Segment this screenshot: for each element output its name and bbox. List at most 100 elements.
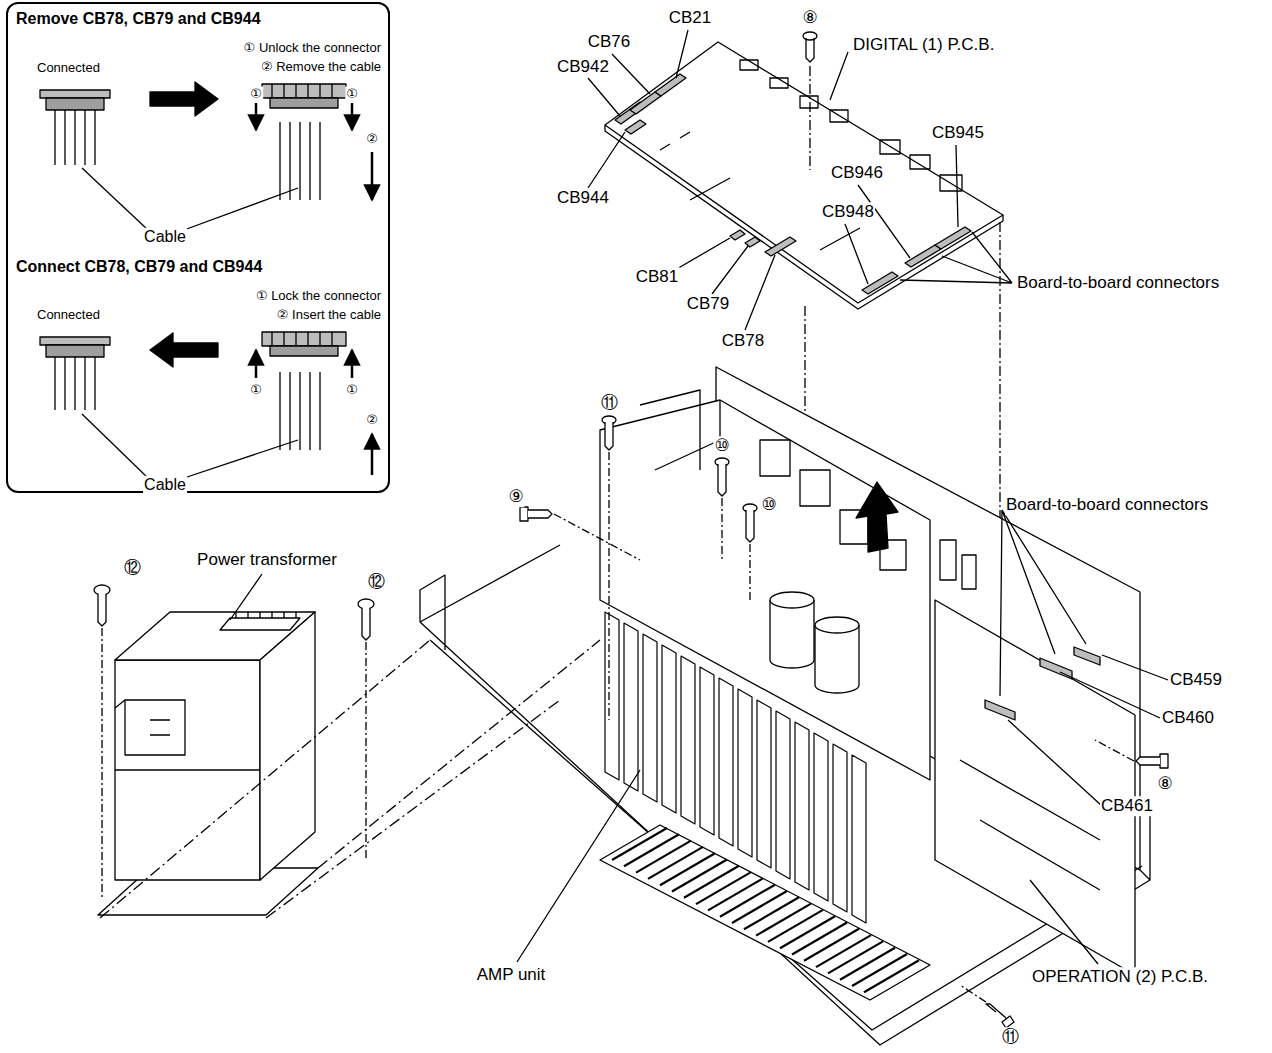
digital-pcb: [605, 42, 1003, 309]
callout-number: ⑩: [713, 436, 730, 456]
vent-slot: [624, 834, 679, 866]
callout-number: ⑪: [600, 393, 619, 413]
inset-panel: Remove CB78, CB79 and CB944Connect CB78,…: [6, 2, 390, 493]
part-name: Cable: [143, 228, 187, 246]
step-number: ①: [345, 383, 359, 398]
callout-number: ⑩: [760, 495, 777, 515]
leader-line: [588, 30, 1012, 330]
heat-sink-fin: [852, 755, 866, 923]
callout-number: ⑫: [123, 558, 142, 578]
step-note: ② Remove the cable: [260, 60, 382, 75]
heat-sink-fin: [624, 623, 638, 791]
part-name: DIGITAL (1) P.C.B.: [852, 35, 995, 55]
heat-sink: [605, 612, 866, 923]
step-number: ①: [249, 87, 263, 102]
step-note: ① Unlock the connector: [243, 41, 382, 56]
callout-number: ⑫: [367, 572, 386, 592]
part-name: Power transformer: [196, 550, 338, 570]
heat-sink-fin: [776, 711, 790, 879]
step-number: ②: [365, 413, 379, 428]
callout-number: ⑪: [1001, 1027, 1020, 1047]
vent-slot: [864, 960, 919, 992]
connector-name: CB942: [556, 57, 610, 77]
callout-number: ⑧: [1156, 774, 1173, 794]
vent-slot: [696, 872, 751, 904]
step-note: ② Insert the cable: [276, 308, 382, 323]
heat-sink-fin: [605, 612, 619, 780]
unlocked-connector: [256, 332, 372, 475]
connector-name: CB21: [668, 8, 713, 28]
heat-sink-fin: [757, 700, 771, 868]
direction-arrow: [150, 333, 218, 367]
part-name: Board-to-board connectors: [1016, 273, 1220, 293]
leader-line: [82, 168, 298, 230]
connector-name: CB76: [587, 32, 632, 52]
step-number: ①: [345, 87, 359, 102]
connector-name: CB459: [1169, 670, 1223, 690]
vent-slot: [708, 878, 763, 910]
heat-sink-fin: [795, 722, 809, 890]
connected-connector: [40, 337, 110, 410]
heat-sink-fin: [814, 733, 828, 901]
vent-slot: [828, 941, 883, 973]
vent-slot: [816, 935, 871, 967]
callout-number: ⑧: [801, 8, 818, 28]
connector-name: CB461: [1100, 796, 1154, 816]
step-note: ① Lock the connector: [255, 289, 382, 304]
part-name: AMP unit: [476, 965, 547, 985]
step-number: ①: [249, 383, 263, 398]
heat-sink-fin: [700, 667, 714, 835]
connector-name: CB944: [556, 188, 610, 208]
inset-heading: Connect CB78, CB79 and CB944: [16, 258, 262, 276]
vent-slot: [768, 910, 823, 942]
state-label: Connected: [36, 308, 101, 323]
dashed-guide: [102, 452, 1134, 1002]
step-number: ②: [365, 132, 379, 147]
connector-name: CB78: [721, 331, 766, 351]
connector-name: CB945: [931, 123, 985, 143]
part-name: OPERATION (2) P.C.B.: [1031, 967, 1209, 987]
vent-slot: [660, 853, 715, 885]
vent-slot: [804, 929, 859, 961]
vent-slot: [780, 916, 835, 948]
vent-slot: [756, 904, 811, 936]
vent-slot: [840, 948, 895, 980]
vent-slot: [672, 860, 727, 892]
leader-line: [517, 510, 1168, 964]
dashed-guide: [100, 640, 600, 918]
heat-sink-fin: [643, 634, 657, 802]
part-name: Board-to-board connectors: [1005, 495, 1209, 515]
state-label: Connected: [36, 61, 101, 76]
leader-line: [82, 414, 298, 478]
screw: [803, 32, 817, 62]
connector-name: CB81: [635, 267, 680, 287]
heat-sink-fin: [833, 744, 847, 912]
vent-slot: [792, 923, 847, 955]
heat-sink-fin: [681, 656, 695, 824]
callout-number: ⑨: [507, 487, 524, 507]
connector-name: CB79: [686, 294, 731, 314]
heat-sink-fin: [738, 689, 752, 857]
connector-name: CB948: [821, 202, 875, 222]
connector-name: CB946: [830, 163, 884, 183]
connected-connector: [40, 90, 110, 165]
vent-slot: [744, 897, 799, 929]
connector-name: CB460: [1161, 708, 1215, 728]
leader-line: [230, 574, 262, 620]
unlocked-connector: [256, 84, 372, 200]
vent-slot: [648, 847, 703, 879]
power-transformer: [98, 612, 318, 915]
direction-arrow: [150, 82, 218, 116]
lift-arrow: [856, 482, 898, 552]
inset-heading: Remove CB78, CB79 and CB944: [16, 10, 261, 28]
part-name: Cable: [143, 476, 187, 494]
heat-sink-fin: [662, 645, 676, 813]
vent-slot: [684, 866, 739, 898]
vent-slot: [732, 891, 787, 923]
vent-slot: [612, 828, 667, 860]
heat-sink-fin: [719, 678, 733, 846]
vent-slot: [720, 885, 775, 917]
vent-slot: [636, 841, 691, 873]
vent-slot: [852, 954, 907, 986]
